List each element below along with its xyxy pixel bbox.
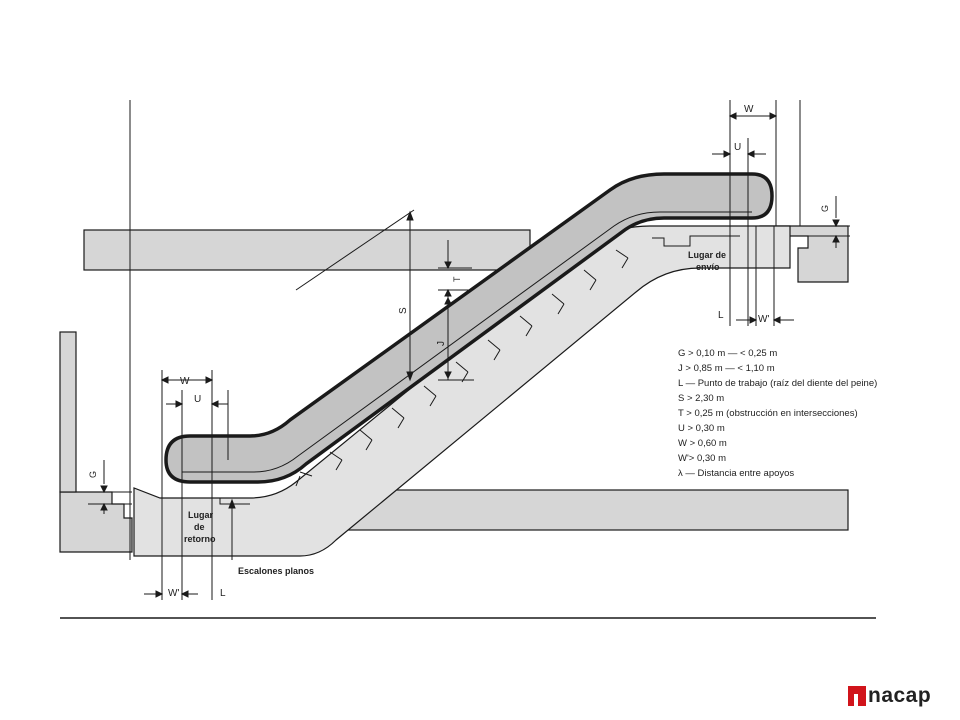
- left-wall: [59, 331, 77, 493]
- legend-item: J > 0,85 m — < 1,10 m: [678, 363, 775, 374]
- reference-lines: [60, 100, 876, 619]
- label-L-right: L: [718, 310, 724, 321]
- label-lugar-retorno-2: de: [194, 522, 205, 532]
- label-escalones-planos: Escalones planos: [238, 566, 314, 576]
- label-lugar-retorno-1: Lugar: [188, 510, 213, 520]
- label-T: T: [452, 276, 462, 282]
- legend-item: T > 0,25 m (obstrucción en interseccione…: [678, 408, 858, 419]
- legend-item: L — Punto de trabajo (raíz del diente de…: [678, 378, 877, 389]
- handrail: [164, 172, 774, 484]
- label-L-left: L: [220, 588, 226, 599]
- legend: G > 0,10 m — < 0,25 m J > 0,85 m — < 1,1…: [678, 348, 877, 479]
- legend-item: λ — Distancia entre apoyos: [678, 468, 794, 479]
- dimension-arrows-center: [295, 209, 474, 382]
- label-U-top: U: [734, 142, 741, 153]
- label-W2-left: W': [168, 588, 179, 599]
- logo-mark-icon: [848, 686, 866, 706]
- legend-item: W > 0,60 m: [678, 438, 727, 449]
- escalator-truss: [133, 225, 791, 557]
- logo-text: nacap: [868, 684, 932, 707]
- label-G-left: G: [88, 471, 98, 478]
- label-lugar-retorno-3: retorno: [184, 534, 216, 544]
- step-profile: [184, 235, 740, 505]
- legend-item: U > 0,30 m: [678, 423, 725, 434]
- legend-item: S > 2,30 m: [678, 393, 724, 404]
- label-W2-right: W': [758, 314, 769, 325]
- label-U-left: U: [194, 394, 201, 405]
- label-S: S: [398, 307, 409, 314]
- label-lugar-envio-1: Lugar de: [688, 250, 726, 260]
- dimension-arrows-top: [712, 112, 850, 324]
- label-J: J: [436, 341, 447, 346]
- dimension-arrows-left: [88, 376, 236, 598]
- label-G-right: G: [820, 205, 830, 212]
- inacap-logo: nacap: [848, 684, 931, 708]
- handrail-inner-line: [182, 211, 752, 473]
- label-W-top: W: [744, 104, 754, 115]
- legend-item: W'> 0,30 m: [678, 453, 726, 464]
- legend-item: G > 0,10 m — < 0,25 m: [678, 348, 777, 359]
- label-lugar-envio-2: envío: [696, 262, 720, 272]
- label-W-left: W: [180, 376, 190, 387]
- upper-floor-slab: [83, 225, 849, 283]
- lower-floor-slab: [59, 489, 849, 553]
